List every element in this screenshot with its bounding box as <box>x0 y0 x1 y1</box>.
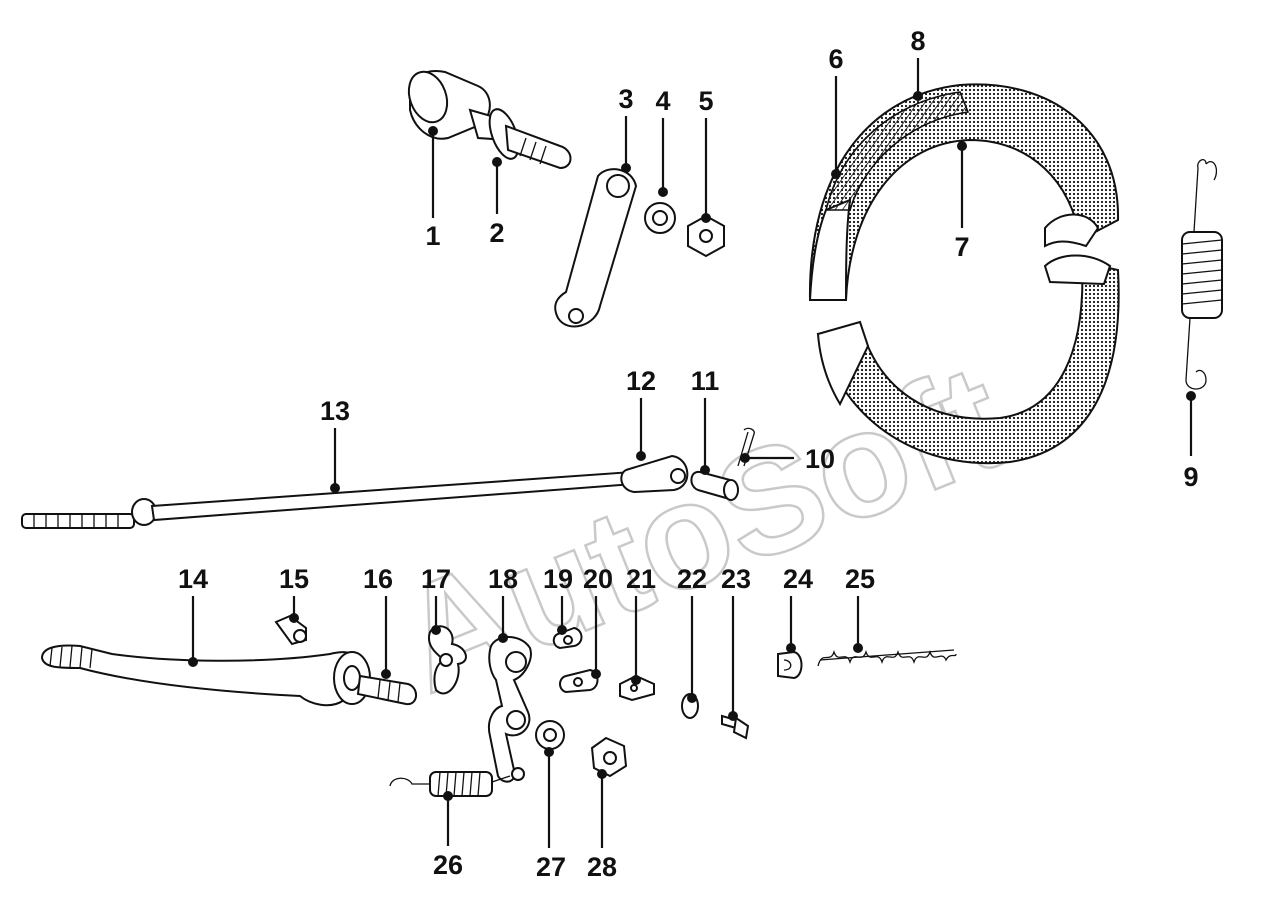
callout-7: 7 <box>954 141 970 262</box>
part-14-brake-pedal <box>40 644 371 707</box>
callout-9: 9 <box>1183 391 1199 492</box>
svg-text:9: 9 <box>1183 462 1198 492</box>
svg-text:18: 18 <box>488 564 518 594</box>
callout-28: 28 <box>587 769 617 882</box>
part-23-bolt <box>721 714 750 740</box>
svg-text:10: 10 <box>805 444 835 474</box>
part-9-return-spring <box>1181 159 1223 390</box>
part-2-shaft <box>488 108 572 170</box>
svg-text:4: 4 <box>655 86 670 116</box>
callout-14: 14 <box>178 564 208 667</box>
callout-2: 2 <box>489 157 505 248</box>
callout-1: 1 <box>425 126 441 251</box>
svg-text:3: 3 <box>618 84 633 114</box>
part-18-pedal-lever <box>488 636 532 783</box>
svg-text:15: 15 <box>279 564 309 594</box>
svg-text:19: 19 <box>543 564 573 594</box>
svg-text:23: 23 <box>721 564 751 594</box>
svg-text:6: 6 <box>828 44 843 74</box>
part-12-clevis <box>620 454 689 494</box>
part-28-nut <box>590 736 628 778</box>
part-7-brake-shoe-lower <box>816 254 1120 465</box>
part-27-lock-washer <box>535 720 565 750</box>
part-25-coil-spring <box>817 649 957 667</box>
callout-4: 4 <box>655 86 671 197</box>
svg-text:8: 8 <box>910 26 925 56</box>
part-11-clevis-pin <box>690 470 739 501</box>
callout-22: 22 <box>677 564 707 703</box>
svg-text:13: 13 <box>320 396 350 426</box>
svg-text:1: 1 <box>425 221 440 251</box>
svg-text:20: 20 <box>583 564 613 594</box>
callout-25: 25 <box>845 564 875 653</box>
callout-27: 27 <box>536 747 566 882</box>
callout-21: 21 <box>626 564 656 685</box>
part-24-clip <box>777 650 803 680</box>
callout-15: 15 <box>279 564 309 623</box>
callout-12: 12 <box>626 366 656 461</box>
callout-16: 16 <box>363 564 393 679</box>
callout-24: 24 <box>783 564 813 653</box>
callout-20: 20 <box>583 564 613 679</box>
callout-6: 6 <box>828 44 844 179</box>
svg-text:21: 21 <box>626 564 656 594</box>
callout-11: 11 <box>691 366 720 475</box>
svg-text:28: 28 <box>587 852 617 882</box>
callout-13: 13 <box>320 396 350 493</box>
svg-text:12: 12 <box>626 366 656 396</box>
svg-text:17: 17 <box>421 564 451 594</box>
callout-17: 17 <box>421 564 451 635</box>
svg-text:25: 25 <box>845 564 875 594</box>
part-3-lever-arm <box>554 168 638 328</box>
svg-text:11: 11 <box>691 366 720 396</box>
callout-18: 18 <box>488 564 518 643</box>
svg-text:16: 16 <box>363 564 393 594</box>
part-26-pedal-spring <box>389 771 511 797</box>
callout-3: 3 <box>618 84 634 173</box>
callout-19: 19 <box>543 564 573 635</box>
part-4-lock-washer <box>644 202 676 234</box>
callout-23: 23 <box>721 564 751 721</box>
svg-text:2: 2 <box>489 218 504 248</box>
part-8-brake-lining <box>824 91 970 211</box>
svg-text:24: 24 <box>783 564 813 594</box>
part-15-grease-nipple <box>274 614 307 646</box>
svg-text:26: 26 <box>433 850 463 880</box>
svg-text:22: 22 <box>677 564 707 594</box>
callout-5: 5 <box>698 86 714 223</box>
part-16-pedal-shaft <box>356 674 417 706</box>
svg-text:14: 14 <box>178 564 208 594</box>
callout-10: 10 <box>740 444 835 474</box>
svg-text:7: 7 <box>954 232 969 262</box>
callout-8: 8 <box>910 26 926 101</box>
svg-text:27: 27 <box>536 852 566 882</box>
svg-text:5: 5 <box>698 86 713 116</box>
part-17-wing-nut <box>428 625 467 695</box>
callout-26: 26 <box>433 791 463 880</box>
part-5-nut <box>687 214 725 258</box>
